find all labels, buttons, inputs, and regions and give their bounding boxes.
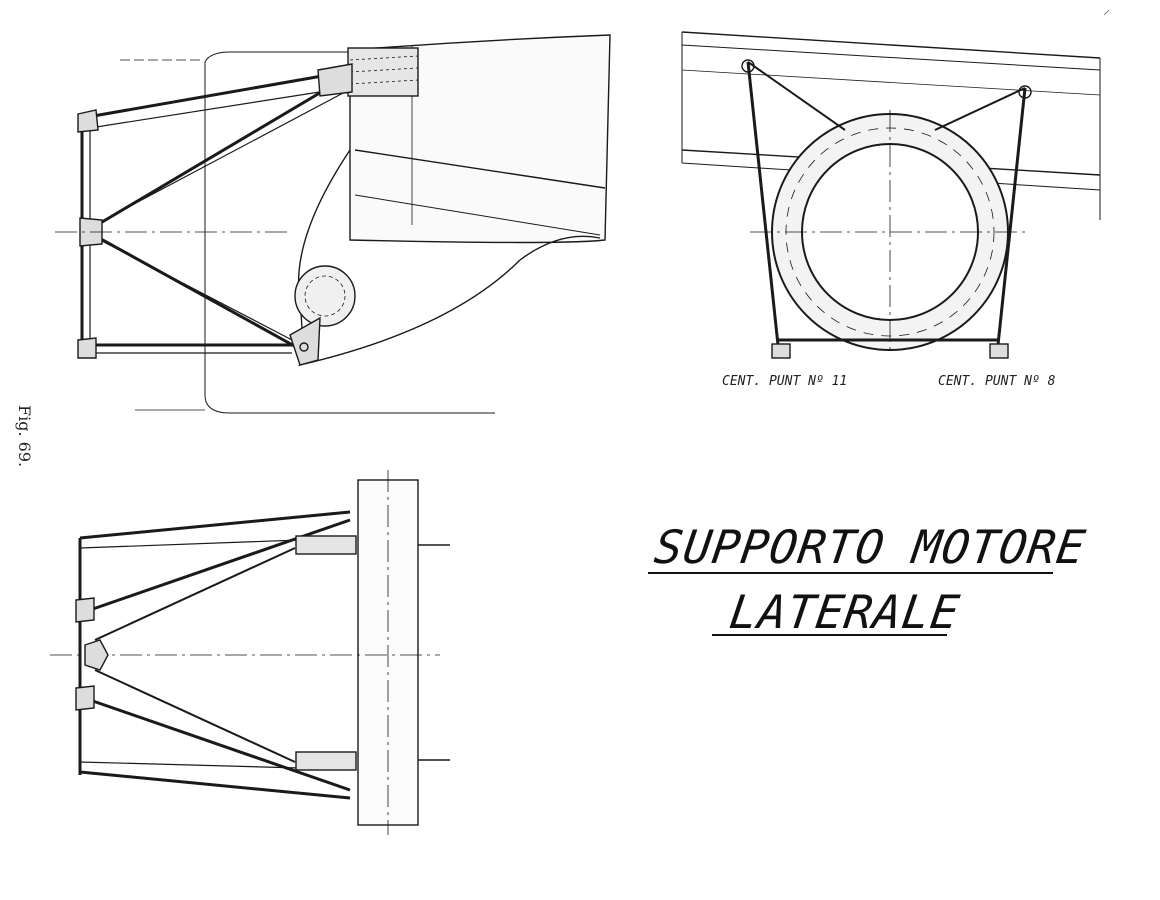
side-view: [55, 34, 611, 414]
gusset-engine-top: [317, 63, 353, 97]
front-leg-left: [746, 61, 780, 346]
title-line-1: SUPPORTO MOTORE: [651, 520, 1090, 574]
margin-mark: ⸝: [1103, 2, 1110, 18]
caption-right: CENT. PUNT Nº 8: [938, 374, 1056, 389]
frame-diagonal-lower-inner: [99, 239, 293, 341]
front-brace-left: [747, 61, 846, 131]
plan-strut-bottom-inner: [79, 761, 301, 769]
front-leg-right: [996, 87, 1027, 346]
plan-gusset-2: [75, 685, 95, 711]
plan-diag-4: [89, 698, 351, 792]
front-joint-left: [741, 59, 755, 73]
title-underline-1: [648, 572, 1053, 574]
frame-strut-top: [81, 70, 346, 120]
plan-shaft-bottom: [295, 751, 357, 771]
wing-edge-2: [681, 44, 1101, 71]
mount-pin: [299, 342, 309, 352]
plan-strut-bottom: [79, 770, 351, 800]
plan-view: [50, 470, 450, 835]
frame-diagonal-lower: [91, 232, 299, 350]
front-joint-right: [1018, 85, 1032, 99]
mount-plate: [294, 265, 356, 327]
plan-diag-3: [94, 669, 296, 763]
plan-shaft-top: [295, 535, 357, 555]
title-underline-2: [712, 634, 947, 636]
casing-band-lower: [354, 194, 601, 236]
mount-plate-bolt-circle: [304, 275, 346, 317]
front-brace-right: [934, 87, 1026, 131]
frame-strut-top-inner: [89, 87, 346, 129]
ring-section: [347, 47, 419, 97]
ring-hatch: [349, 55, 419, 85]
caption-left: CENT. PUNT Nº 11: [722, 374, 848, 389]
frame-diagonal-upper-inner: [99, 91, 346, 223]
mount-bracket: [289, 316, 321, 366]
plan-gusset-center: [84, 639, 109, 671]
gusset-top: [77, 109, 99, 133]
nacelle-outline-top: [204, 51, 350, 63]
casing-band: [354, 149, 606, 189]
plan-diag-2: [94, 547, 296, 641]
plan-strut-top: [79, 510, 351, 540]
gusset-bottom: [77, 337, 97, 359]
plan-diag-1: [89, 518, 351, 612]
plan-gusset-1: [75, 597, 95, 623]
front-view: [681, 31, 1101, 359]
front-foot-right: [989, 343, 1009, 359]
wing-edge-1: [681, 31, 1101, 59]
plan-strut-top-inner: [79, 539, 301, 549]
wing-edge-3: [681, 69, 1101, 96]
front-foot-left: [771, 343, 791, 359]
frame-diagonal-upper: [91, 76, 346, 230]
nacelle-outline-bottom: [204, 62, 495, 414]
title-line-2: LATERALE: [726, 585, 964, 639]
